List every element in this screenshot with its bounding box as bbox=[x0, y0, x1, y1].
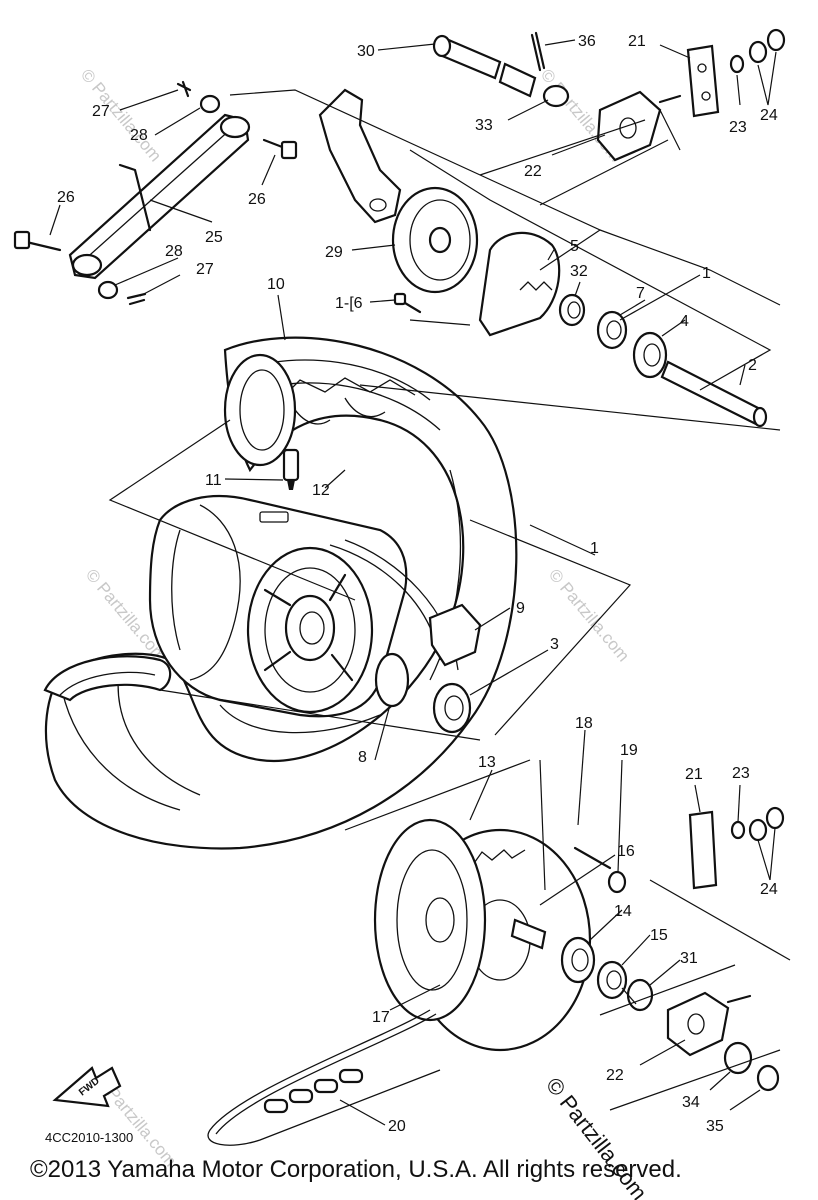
plate-21-top bbox=[686, 44, 720, 118]
callout-23-top: 23 bbox=[729, 119, 747, 136]
sprocket-hub-13 bbox=[373, 818, 487, 1022]
callout-29: 29 bbox=[325, 244, 343, 261]
damper-9 bbox=[428, 603, 482, 667]
bolt-26-right bbox=[262, 138, 298, 160]
o-ring-8 bbox=[374, 652, 410, 708]
callout-23-bottom: 23 bbox=[732, 765, 750, 782]
wheel-hub bbox=[148, 494, 459, 718]
bolt-6 bbox=[393, 292, 422, 314]
collar-16 bbox=[510, 918, 547, 950]
callout-21-top: 21 bbox=[628, 33, 646, 50]
callout-2: 2 bbox=[748, 357, 757, 374]
bolt-26-left bbox=[13, 230, 62, 252]
callout-8: 8 bbox=[358, 749, 367, 766]
callout-14: 14 bbox=[614, 903, 632, 920]
bearing-3 bbox=[432, 682, 472, 734]
tire bbox=[43, 336, 518, 850]
callout-1-mid: 1 bbox=[590, 540, 599, 557]
callout-3: 3 bbox=[550, 636, 559, 653]
bearing-14 bbox=[560, 936, 596, 984]
oil-seal-7 bbox=[596, 310, 628, 350]
callout-27-bottom: 27 bbox=[196, 261, 214, 278]
cotter-pin-27-top bbox=[176, 80, 192, 98]
washer-34 bbox=[723, 1041, 753, 1075]
axle-nut-33 bbox=[498, 62, 570, 108]
callout-10: 10 bbox=[267, 276, 285, 293]
callout-36: 36 bbox=[578, 33, 596, 50]
nuts-24-bottom bbox=[748, 806, 785, 842]
adjuster-22-top bbox=[596, 90, 682, 162]
callout-labels: 30 36 21 27 28 33 23 24 22 26 26 25 29 5… bbox=[57, 33, 778, 1135]
nut-19 bbox=[607, 870, 627, 894]
brake-arm bbox=[318, 88, 402, 224]
diagram-code: 4CC2010-1300 bbox=[45, 1130, 133, 1145]
callout-31: 31 bbox=[680, 950, 698, 967]
brake-shoe-plate bbox=[391, 186, 479, 294]
callout-18: 18 bbox=[575, 715, 593, 732]
callout-17: 17 bbox=[372, 1009, 390, 1026]
callout-22-bottom: 22 bbox=[606, 1067, 624, 1084]
callout-26-right: 26 bbox=[248, 191, 266, 208]
callout-1-top: 1 bbox=[702, 265, 711, 282]
oil-seal-15 bbox=[596, 960, 628, 1000]
bearing-4 bbox=[632, 331, 668, 379]
reference-lines bbox=[108, 89, 791, 1111]
nut-28-top bbox=[199, 94, 221, 114]
leader-lines bbox=[49, 39, 777, 1126]
callout-5: 5 bbox=[570, 238, 579, 255]
stud-bolt-18 bbox=[573, 846, 612, 870]
callout-28-bottom: 28 bbox=[165, 243, 183, 260]
axle-30 bbox=[432, 34, 502, 80]
callout-24-bottom: 24 bbox=[760, 881, 778, 898]
callout-6: 1-[6 bbox=[335, 295, 363, 312]
callout-21-bottom: 21 bbox=[685, 766, 703, 783]
callout-30: 30 bbox=[357, 43, 375, 60]
washer-23-top bbox=[729, 54, 745, 74]
callout-9: 9 bbox=[516, 600, 525, 617]
callout-33: 33 bbox=[475, 117, 493, 134]
callout-35: 35 bbox=[706, 1118, 724, 1135]
callout-12: 12 bbox=[312, 482, 330, 499]
forward-direction-arrow: FWD bbox=[52, 1066, 122, 1108]
callout-22-top: 22 bbox=[524, 163, 542, 180]
callout-16: 16 bbox=[617, 843, 635, 860]
watermark-top-left: © Partzilla.com bbox=[77, 65, 165, 165]
callout-11: 11 bbox=[205, 472, 222, 489]
cotter-pin-27-bottom bbox=[126, 292, 147, 306]
adjuster-22-bottom bbox=[666, 991, 752, 1057]
callout-20: 20 bbox=[388, 1118, 406, 1135]
nut-28-bottom bbox=[97, 280, 119, 300]
torque-rod bbox=[68, 113, 251, 280]
plate-21-bottom bbox=[688, 810, 718, 890]
tire-valve bbox=[282, 448, 300, 490]
brake-panel-gasket bbox=[478, 231, 561, 337]
callout-19: 19 bbox=[620, 742, 638, 759]
cotter-pin-36 bbox=[530, 31, 546, 72]
axle-shaft bbox=[660, 360, 768, 428]
callout-25: 25 bbox=[205, 229, 223, 246]
washer-23-bottom bbox=[730, 820, 746, 840]
callout-28-top: 28 bbox=[130, 127, 148, 144]
callout-7: 7 bbox=[636, 285, 645, 302]
callout-15: 15 bbox=[650, 927, 668, 944]
nuts-24-top bbox=[748, 28, 786, 64]
callout-13: 13 bbox=[478, 754, 496, 771]
callout-26-left: 26 bbox=[57, 189, 75, 206]
callout-4: 4 bbox=[680, 313, 689, 330]
callout-24-top: 24 bbox=[760, 107, 778, 124]
copyright-notice: ©2013 Yamaha Motor Corporation, U.S.A. A… bbox=[30, 1156, 682, 1183]
callout-34: 34 bbox=[682, 1094, 700, 1111]
drive-chain bbox=[207, 1009, 441, 1146]
collar-32 bbox=[558, 293, 586, 327]
axle-nut-35 bbox=[756, 1064, 780, 1092]
callout-27-top: 27 bbox=[92, 103, 110, 120]
callout-32: 32 bbox=[570, 263, 588, 280]
